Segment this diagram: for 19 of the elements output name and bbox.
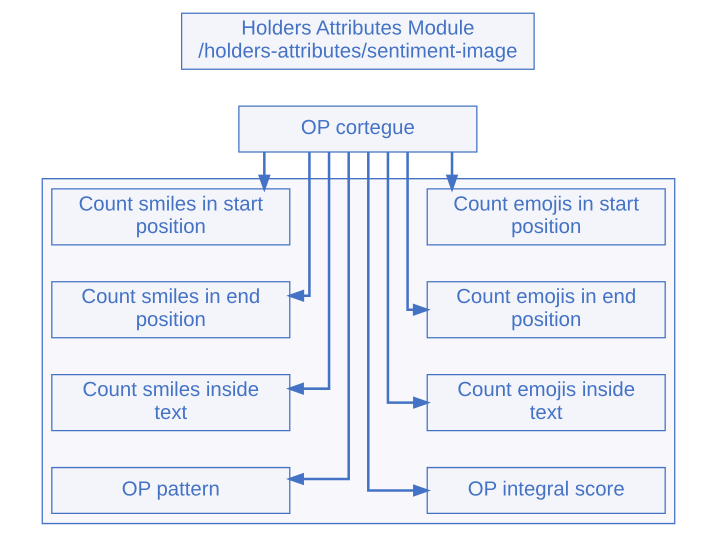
- arrow: [286, 152, 350, 486]
- node-box: Count smiles in end position: [50, 281, 290, 338]
- arrow: [445, 152, 458, 192]
- node-box: Holders Attributes Module /holders-attributes/sentiment-image: [180, 12, 534, 70]
- node-box: Count emojis in end position: [426, 281, 666, 338]
- arrow: [386, 152, 430, 409]
- node-box: Count smiles inside text: [50, 374, 290, 432]
- arrow: [366, 152, 430, 497]
- arrow: [406, 152, 430, 316]
- node-box: Count emojis inside text: [426, 374, 666, 432]
- node-box: Count emojis in start position: [426, 188, 666, 246]
- node-box: OP cortegue: [238, 106, 477, 153]
- arrow: [286, 152, 310, 302]
- node-box: OP pattern: [50, 466, 290, 514]
- arrow: [258, 152, 270, 192]
- node-box: Count smiles in start position: [50, 188, 290, 246]
- arrow: [286, 152, 330, 395]
- node-box: OP integral score: [426, 466, 666, 514]
- cluster: [41, 178, 675, 524]
